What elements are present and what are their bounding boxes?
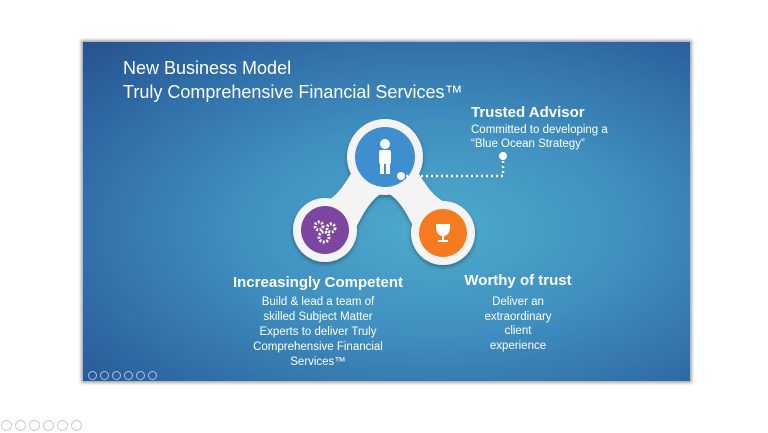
desc-line: Experts to deliver Truly [259,326,377,338]
desc-line: Committed to developing a [471,124,608,136]
previous-button[interactable] [1,420,12,431]
diagram [293,119,507,265]
gears-icon [313,220,337,244]
desc-line: Build & lead a team of [261,296,375,308]
trust-heading: Worthy of trust [464,272,572,289]
previous-slide-button[interactable] [88,371,97,380]
desc-line: Deliver an [492,296,544,308]
trusted-advisor-heading: Trusted Advisor [471,104,585,121]
competent-circle [301,206,349,254]
desc-line: Services™ [290,356,346,368]
desc-line: experience [489,339,547,352]
title-line-1: New Business Model [123,58,292,78]
zoom-button[interactable] [136,371,145,380]
desc-line: Comprehensive Financial [253,341,383,353]
more-options-button[interactable] [148,371,157,380]
next-button[interactable] [15,420,26,431]
desc-line: extraordinary [484,310,552,323]
trophy-icon [436,224,450,242]
desc-line: client [504,325,532,337]
competent-desc: Build & lead a team of skilled Subject M… [223,295,413,370]
title-line-2: Truly Comprehensive Financial Services™ [123,82,463,102]
desc-line: “Blue Ocean Strategy” [471,138,585,150]
slides-button[interactable] [43,420,54,431]
next-slide-button[interactable] [100,371,109,380]
pen-tool-button[interactable] [112,371,121,380]
connector-dotted-line [397,152,507,180]
more-button[interactable] [71,420,82,431]
slide: New Business Model Truly Comprehensive F… [83,42,690,381]
desc-line: skilled Subject Matter [263,311,373,323]
trusted-advisor-desc: Committed to developing a “Blue Ocean St… [471,123,608,151]
competent-heading: Increasingly Competent [232,274,404,291]
zoom-button[interactable] [57,420,68,431]
see-all-slides-button[interactable] [124,371,133,380]
trust-desc: Deliver an extraordinary client experien… [458,295,578,353]
person-icon [379,139,391,174]
pen-button[interactable] [29,420,40,431]
